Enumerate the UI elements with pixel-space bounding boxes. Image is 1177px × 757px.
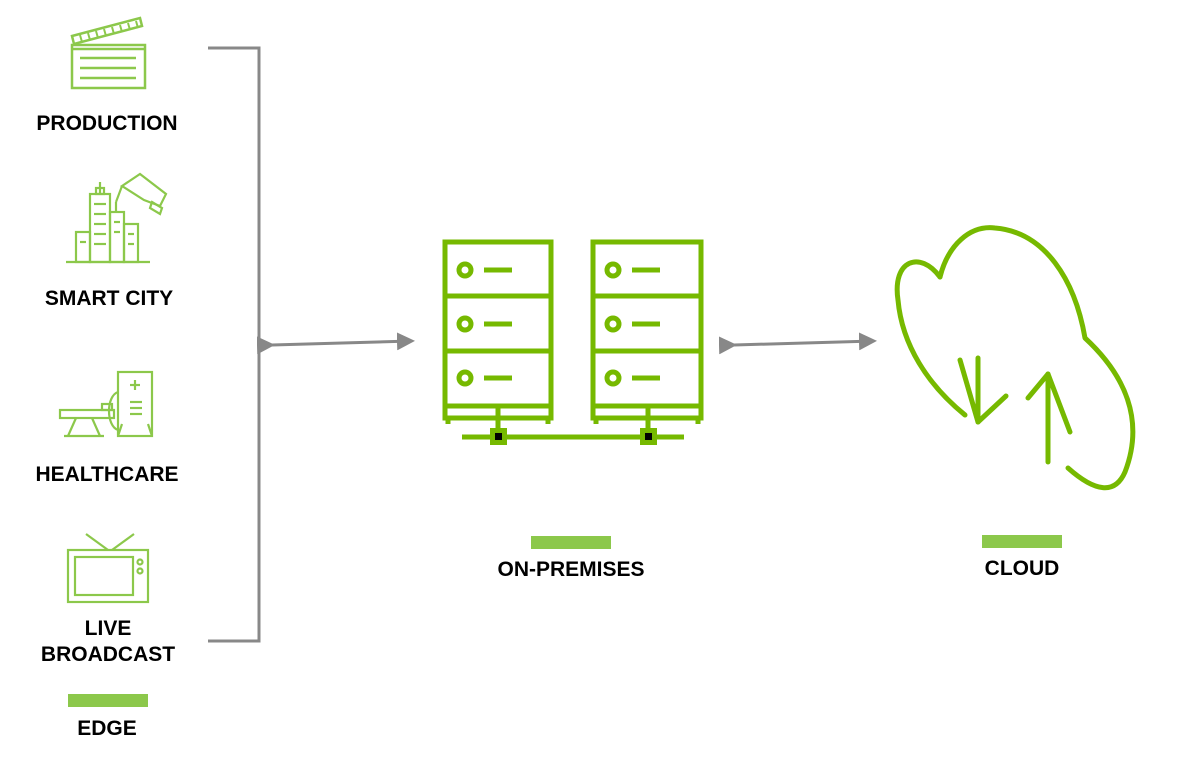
city-camera-icon	[66, 172, 168, 264]
onprem-to-cloud-arrow	[718, 332, 877, 355]
edge-bracket	[208, 46, 261, 643]
edge-accent-bar	[68, 694, 148, 707]
edge-to-onprem-arrow	[256, 332, 415, 355]
edge-item-healthcare-label: HEALTHCARE	[35, 463, 179, 486]
server-racks-icon	[442, 239, 704, 445]
on-premises-title: ON-PREMISES	[497, 558, 645, 581]
edge-item-live-broadcast-label: LIVE BROADCAST	[0, 616, 216, 668]
edge-item-smart-city-label: SMART CITY	[44, 287, 174, 310]
clapperboard-icon	[70, 16, 147, 90]
medical-scanner-icon	[58, 370, 154, 438]
edge-item-production-label: PRODUCTION	[36, 112, 178, 135]
on-premises-accent-bar	[531, 536, 611, 549]
cloud-accent-bar	[982, 535, 1062, 548]
edge-item-live-label-line1: LIVE	[84, 617, 132, 640]
cloud-sync-icon	[894, 225, 1136, 491]
cloud-title: CLOUD	[984, 557, 1060, 580]
edge-title: EDGE	[77, 717, 137, 740]
edge-item-live-label-line2: BROADCAST	[40, 643, 176, 666]
television-icon	[66, 533, 150, 604]
